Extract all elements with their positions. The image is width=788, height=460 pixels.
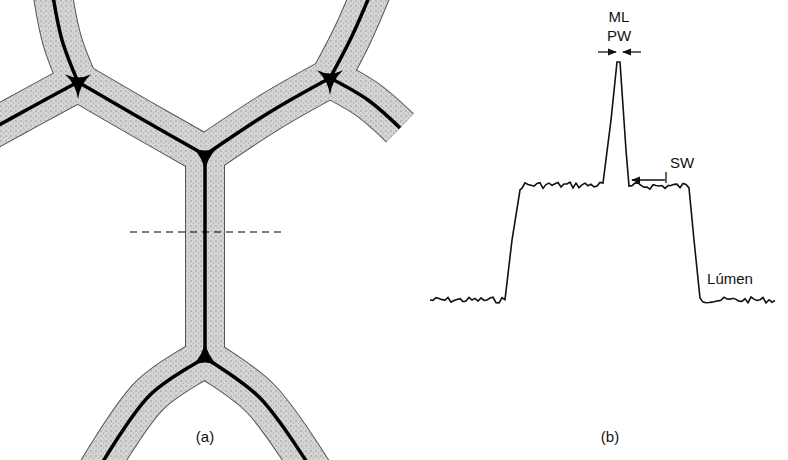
profile-curve [430, 62, 775, 303]
wall-edge [185, 155, 225, 358]
density-profile [430, 52, 775, 303]
wall-edge [78, 82, 205, 155]
cell-corner [65, 74, 91, 99]
secondary-wall [205, 358, 315, 460]
middle-lamella [205, 358, 315, 460]
secondary-wall [330, 0, 372, 78]
panel-label: (b) [601, 428, 619, 446]
layer-label: PW [607, 27, 631, 45]
sw-tick [665, 172, 666, 183]
middle-lamella [330, 78, 400, 128]
middle-lamella [203, 155, 207, 358]
secondary-wall [78, 82, 205, 155]
wall-edge [205, 78, 330, 155]
wall-edge [205, 358, 315, 460]
width-arrow [623, 51, 641, 52]
secondary-wall [186, 155, 224, 358]
middle-lamella [95, 358, 205, 460]
sw-arrow [632, 179, 665, 180]
layer-label: ML [609, 8, 630, 26]
region-label: Lúmen [707, 270, 753, 288]
wall-edge [0, 82, 78, 130]
panel-label: (a) [196, 428, 214, 446]
cell-corner [192, 147, 218, 172]
cell-corner [317, 70, 343, 95]
middle-lamella [330, 0, 372, 78]
layer-label: SW [670, 154, 694, 172]
secondary-wall [95, 358, 205, 460]
cell-corner [192, 341, 218, 366]
wall-edge [330, 78, 400, 128]
middle-lamella [0, 82, 78, 130]
wall-edge [95, 358, 205, 460]
middle-lamella [52, 0, 78, 82]
wall-edge [52, 0, 78, 82]
cell-walls [0, 0, 400, 460]
width-arrow [598, 51, 616, 52]
middle-lamella [205, 78, 330, 155]
secondary-wall [330, 78, 400, 128]
secondary-wall [205, 78, 330, 155]
secondary-wall [52, 0, 78, 82]
middle-lamella [78, 82, 205, 155]
secondary-wall [0, 82, 78, 130]
scan-line [130, 231, 282, 232]
wall-edge [330, 0, 372, 78]
